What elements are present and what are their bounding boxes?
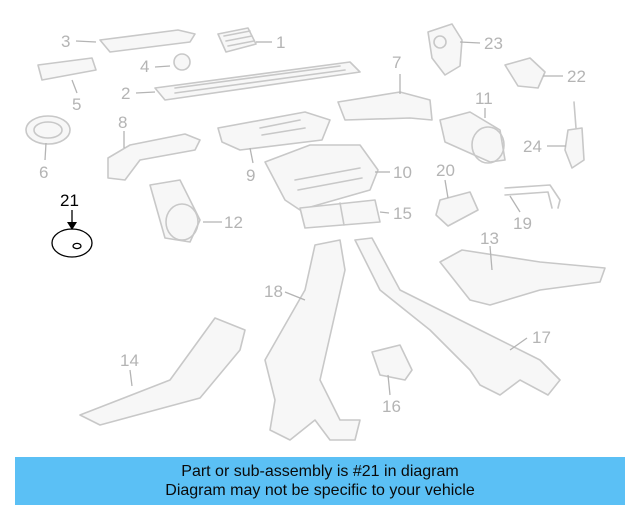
banner-line-2: Diagram may not be specific to your vehi… xyxy=(165,482,475,499)
parts-diagram: 1 2 3 4 5 6 7 8 9 10 11 12 13 14 15 16 1… xyxy=(25,23,606,441)
part-15-shape xyxy=(299,199,381,229)
part-1-shape xyxy=(217,27,257,53)
callout-3: 3 xyxy=(61,32,70,51)
callout-5: 5 xyxy=(72,95,81,114)
callout-1: 1 xyxy=(276,33,285,52)
callout-10: 10 xyxy=(393,163,412,182)
part-10-shape xyxy=(264,144,379,211)
callout-9: 9 xyxy=(246,166,255,185)
callout-2: 2 xyxy=(121,84,130,103)
callout-6: 6 xyxy=(39,163,48,182)
part-13-shape xyxy=(439,249,606,306)
part-12-shape xyxy=(149,179,201,243)
part-20-shape xyxy=(435,191,479,227)
callout-14: 14 xyxy=(120,351,139,370)
info-banner: Part or sub-assembly is #21 in diagram D… xyxy=(15,457,625,505)
arrow-icon xyxy=(67,222,77,230)
callout-4: 4 xyxy=(140,57,149,76)
callout-24: 24 xyxy=(523,137,542,156)
part-22-shape xyxy=(504,57,546,89)
callout-7: 7 xyxy=(392,53,401,72)
part-8-shape xyxy=(107,133,201,181)
callout-8: 8 xyxy=(118,113,127,132)
part-16-shape xyxy=(371,344,413,381)
callout-17: 17 xyxy=(532,328,551,347)
callout-12: 12 xyxy=(224,213,243,232)
callout-23: 23 xyxy=(484,34,503,53)
part-3-shape xyxy=(99,29,196,53)
callout-16: 16 xyxy=(382,397,401,416)
callout-15: 15 xyxy=(393,204,412,223)
part-2-shape xyxy=(154,61,361,101)
callout-22: 22 xyxy=(567,67,586,86)
banner-line-1: Part or sub-assembly is #21 in diagram xyxy=(181,463,459,480)
callout-18: 18 xyxy=(264,282,283,301)
part-19-shape xyxy=(504,184,561,209)
callout-11: 11 xyxy=(475,89,493,108)
part-11-shape xyxy=(439,111,506,164)
callout-19: 19 xyxy=(513,214,532,233)
part-9-shape xyxy=(217,111,331,151)
callout-20: 20 xyxy=(436,161,455,180)
part-21-highlight[interactable]: 21 xyxy=(51,191,93,258)
part-14-shape xyxy=(79,317,246,426)
part-4-shape xyxy=(173,53,191,71)
leader-lines xyxy=(44,40,566,396)
callout-13: 13 xyxy=(480,229,499,248)
part-6-shape xyxy=(25,115,71,145)
part-18-shape xyxy=(264,239,361,441)
part-21-shape[interactable] xyxy=(51,228,93,258)
part-5-shape xyxy=(37,57,97,81)
part-23-shape xyxy=(427,23,463,76)
part-24-shape xyxy=(564,101,585,169)
part-17-shape xyxy=(354,237,561,396)
part-7-shape xyxy=(337,91,433,121)
callout-21: 21 xyxy=(60,191,79,210)
